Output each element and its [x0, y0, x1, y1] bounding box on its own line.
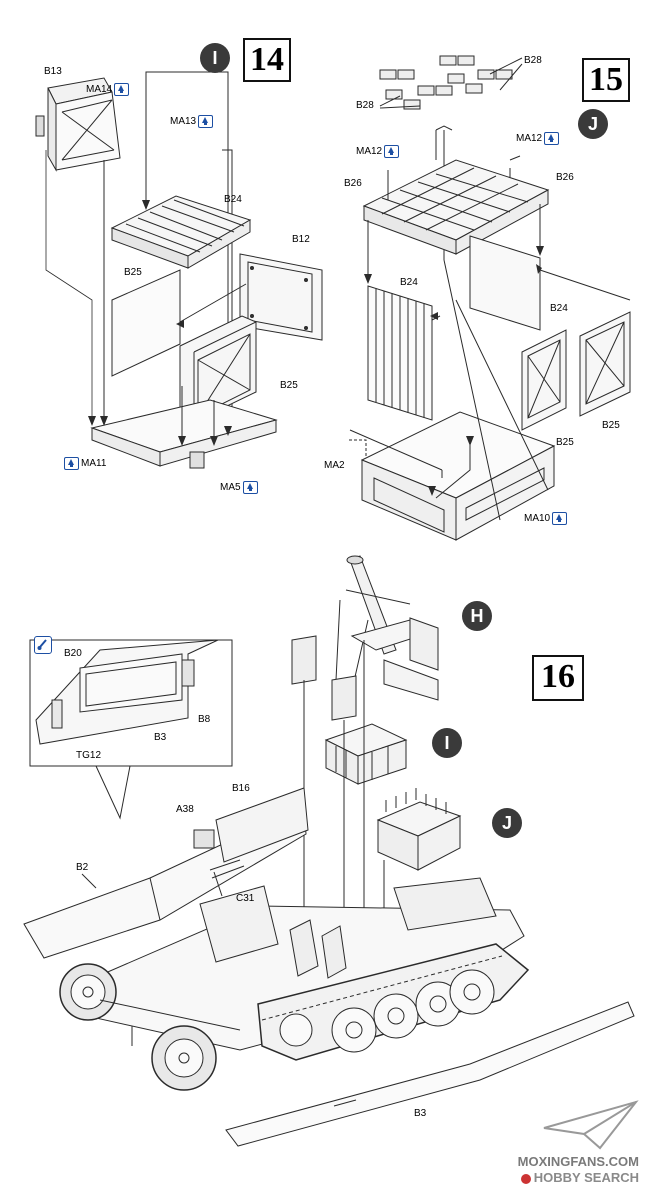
step-16-number: 16	[532, 655, 584, 701]
part-c31: C31	[236, 893, 255, 904]
material-ma14-label: MA14	[86, 84, 113, 96]
part-b28-a: B28	[524, 55, 542, 66]
part-b25-c: B25	[556, 437, 574, 448]
step16-drawing	[23, 555, 635, 1147]
part-b25-a: B25	[124, 267, 142, 278]
direction-icon	[198, 115, 214, 128]
part-b13: B13	[44, 66, 62, 77]
badge-i-step14: I	[200, 43, 230, 73]
part-b24-a: B24	[400, 277, 418, 288]
material-ma13-label: MA13	[170, 116, 197, 128]
part-b26-a: B26	[344, 178, 362, 189]
part-b8: B8	[198, 714, 211, 725]
direction-icon	[242, 481, 258, 494]
material-ma14: MA14	[86, 83, 131, 96]
paint-brush-icon	[34, 636, 52, 654]
part-tg12: TG12	[76, 750, 102, 761]
badge-j-step16: J	[492, 808, 522, 838]
direction-icon	[64, 457, 79, 470]
step-15-number: 15	[582, 58, 630, 102]
badge-j-step15: J	[578, 109, 608, 139]
badge-i-step16: I	[432, 728, 462, 758]
material-ma10-label: MA10	[524, 513, 551, 525]
badge-h-step16: H	[462, 601, 492, 631]
direction-icon	[384, 145, 400, 158]
part-b25-b: B25	[280, 380, 298, 391]
part-b26-b: B26	[556, 172, 574, 183]
part-b16: B16	[232, 783, 250, 794]
material-ma12-a: MA12	[356, 145, 401, 158]
watermark-site: MOXINGFANS.COM	[517, 1154, 639, 1169]
part-b20: B20	[64, 648, 82, 659]
material-ma11: MA11	[62, 457, 106, 470]
step14-drawing	[35, 71, 323, 469]
part-b24: B24	[224, 194, 242, 205]
part-b28-b: B28	[356, 100, 374, 111]
direction-icon	[552, 512, 568, 525]
material-ma5-label: MA5	[220, 482, 241, 494]
material-ma12-b: MA12	[516, 132, 561, 145]
part-b2: B2	[76, 862, 89, 873]
step-14-number: 14	[243, 38, 291, 82]
watermark-shop-label: HOBBY SEARCH	[533, 1170, 639, 1185]
material-ma12-b-label: MA12	[516, 133, 543, 145]
part-b12: B12	[292, 234, 310, 245]
watermark-plane-icon	[543, 1100, 639, 1150]
direction-icon	[544, 132, 560, 145]
material-ma5: MA5	[220, 481, 260, 494]
watermark-shop: HOBBY SEARCH	[520, 1170, 639, 1185]
part-a38: A38	[176, 804, 194, 815]
part-b24-b: B24	[550, 303, 568, 314]
material-ma10: MA10	[524, 512, 569, 525]
step15-drawing	[348, 55, 631, 541]
material-ma2: MA2	[324, 460, 345, 471]
part-b3: B3	[414, 1108, 427, 1119]
brush-glyph	[37, 639, 47, 650]
material-ma12-a-label: MA12	[356, 146, 383, 158]
part-b3-inset: B3	[154, 732, 167, 743]
direction-icon	[114, 83, 130, 96]
part-b25-d: B25	[602, 420, 620, 431]
material-ma11-label: MA11	[81, 458, 107, 470]
watermark-logo-icon	[520, 1173, 531, 1184]
material-ma13: MA13	[170, 115, 215, 128]
